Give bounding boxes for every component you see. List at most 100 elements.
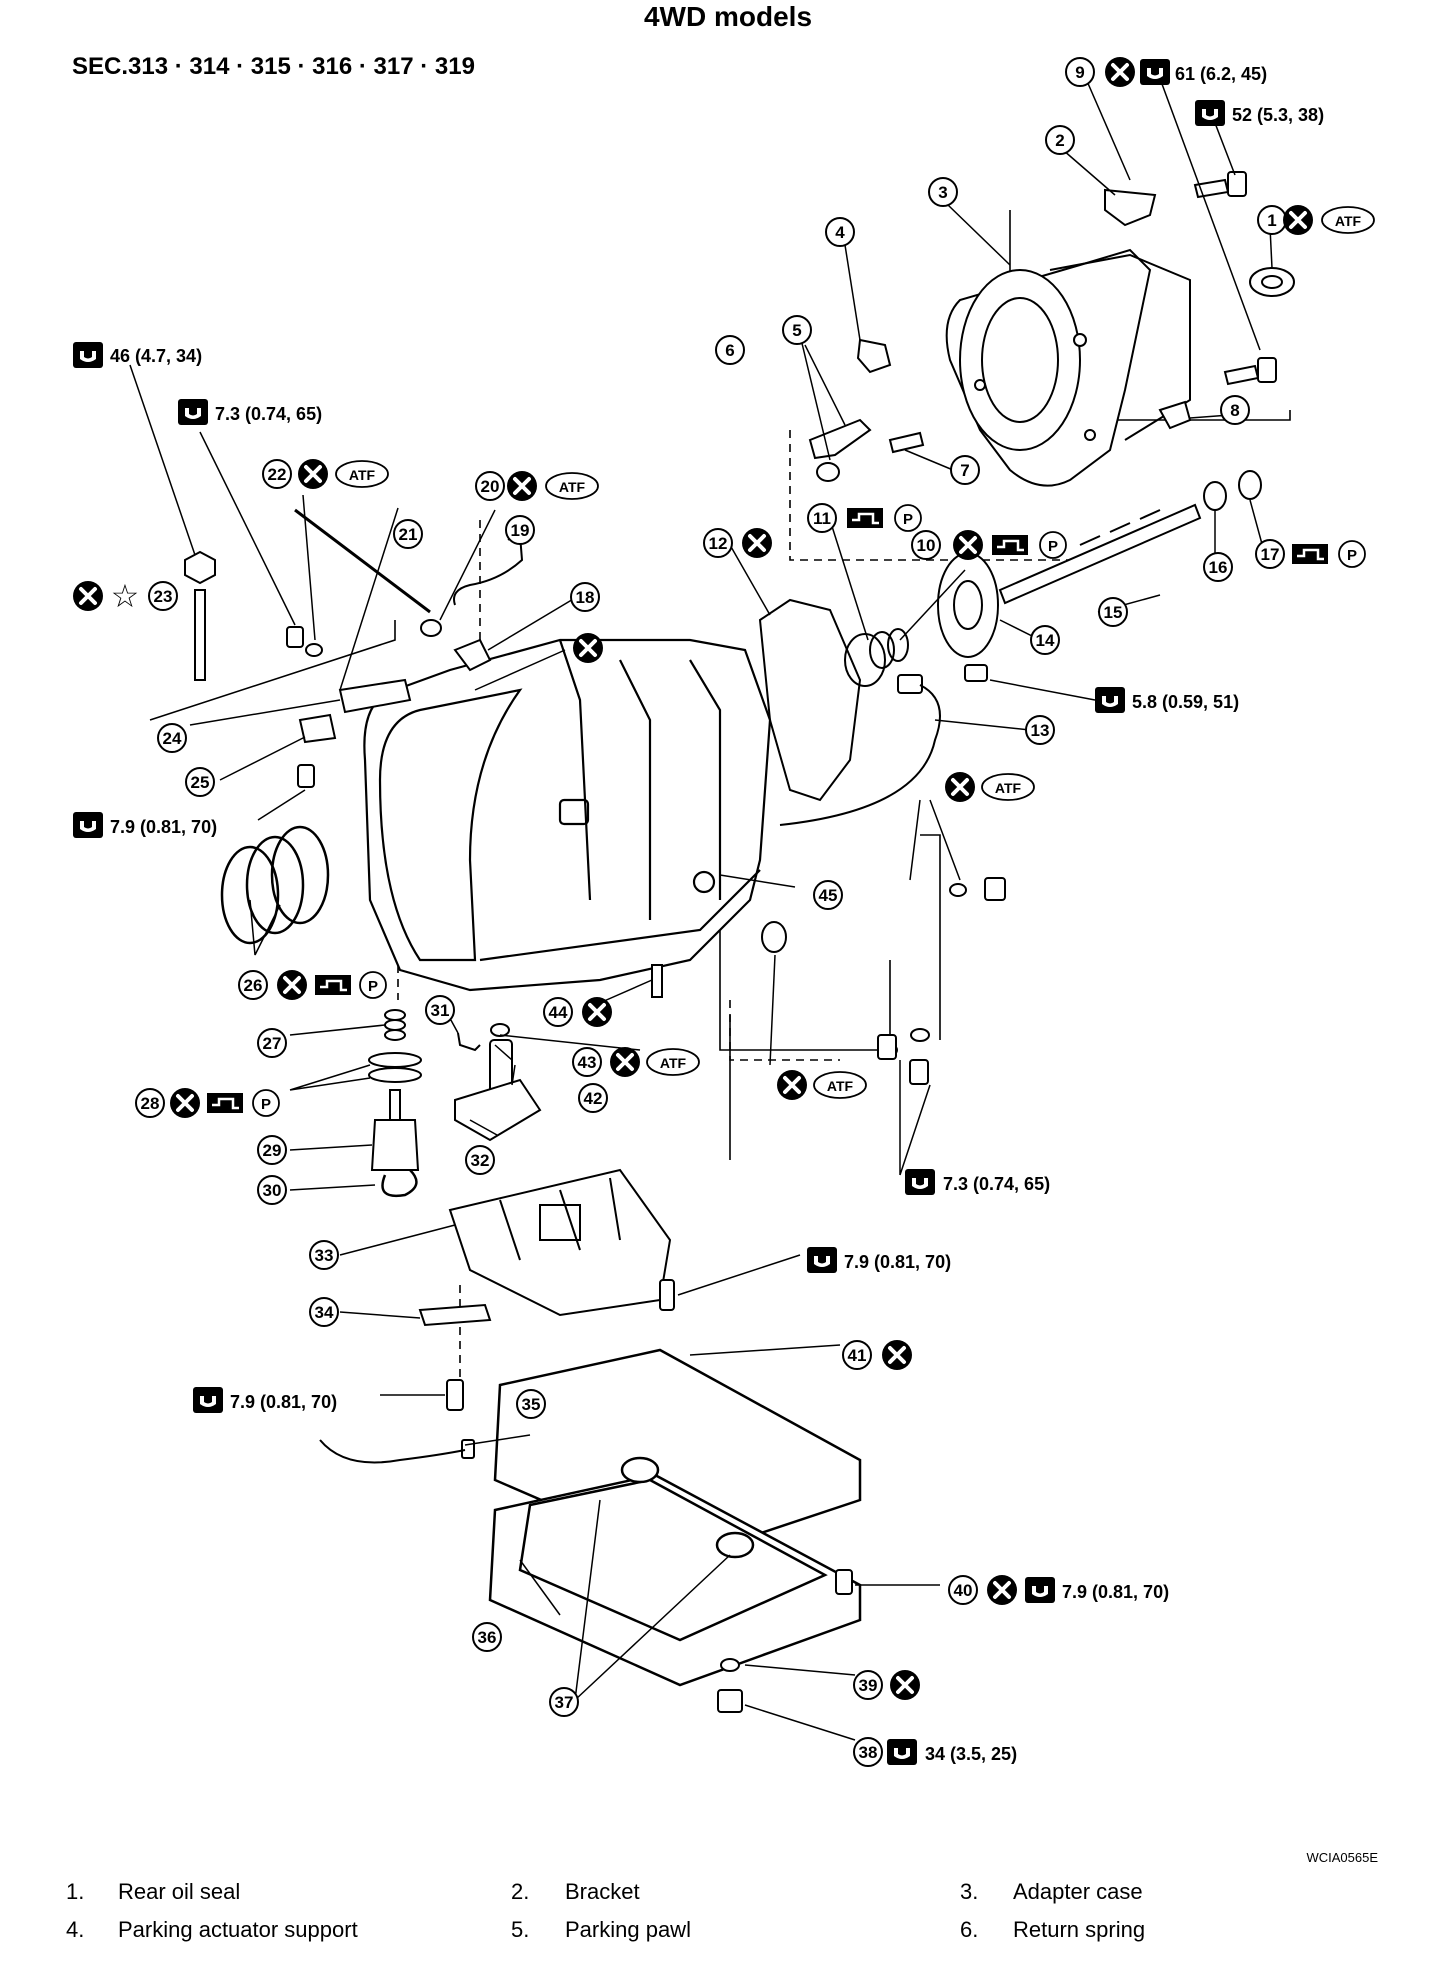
stud-23 <box>184 550 216 681</box>
callout-number-28: 28 <box>141 1094 160 1113</box>
callout-circle-34 <box>309 1297 339 1327</box>
callout-number-10: 10 <box>917 536 936 555</box>
bracket-34 <box>418 1303 492 1327</box>
atf-label-22: ATF <box>349 467 376 483</box>
callout-number-13: 13 <box>1031 721 1050 740</box>
legend-label-3: Adapter case <box>1013 1879 1143 1904</box>
petroleum-icon-17 <box>1338 540 1366 568</box>
adapter-case <box>945 248 1191 487</box>
fluid-level-gauge <box>294 508 431 614</box>
callout-number-4: 4 <box>835 223 845 242</box>
callout-circle-32 <box>465 1145 495 1175</box>
callout-circle-9 <box>1065 57 1095 87</box>
bolt-25 <box>297 764 315 788</box>
callout-circle-39 <box>853 1670 883 1700</box>
callout-number-40: 40 <box>954 1581 973 1600</box>
torque-7-9-left: 7.9 (0.81, 70) <box>110 817 217 837</box>
callout-circle-18 <box>570 582 600 612</box>
callout-number-22: 22 <box>268 465 287 484</box>
legend-num-4: 4. <box>66 1917 84 1942</box>
legend-num-5: 5. <box>511 1917 529 1942</box>
torque-7-3-left: 7.3 (0.74, 65) <box>215 404 322 424</box>
callout-circle-23 <box>148 581 178 611</box>
callout-circle-36 <box>472 1622 502 1652</box>
petroleum-icon-28 <box>252 1089 280 1117</box>
callout-circle-14 <box>1030 625 1060 655</box>
callout-circle-31 <box>425 995 455 1025</box>
speed-sensor <box>779 664 988 826</box>
callout-numbers: 1234567891011121314151617181920212223242… <box>135 57 1287 1767</box>
figure-code: WCIA0565E <box>1306 1850 1378 1865</box>
callout-number-6: 6 <box>725 341 734 360</box>
p-label-11: P <box>903 511 913 528</box>
atf-label-1: ATF <box>1335 213 1362 229</box>
callout-number-7: 7 <box>960 461 969 480</box>
atf-icon-22 <box>335 460 389 488</box>
callout-circle-27 <box>257 1028 287 1058</box>
atf-icon-20-lower <box>813 1071 867 1099</box>
pin-7 <box>888 431 925 454</box>
callout-circle-41 <box>842 1340 872 1370</box>
callout-number-9: 9 <box>1075 63 1084 82</box>
atf-icon-1 <box>1321 206 1375 234</box>
callout-circle-38 <box>853 1737 883 1767</box>
drain-plug-38 <box>717 1658 743 1713</box>
callout-number-14: 14 <box>1036 631 1055 650</box>
o-rings-26 <box>220 825 330 945</box>
transmission-case <box>363 638 772 992</box>
callout-circle-15 <box>1098 597 1128 627</box>
output-shaft <box>998 503 1202 605</box>
p-label-28: P <box>261 1096 271 1113</box>
atf-icon-20 <box>545 472 599 500</box>
callout-circle-40 <box>948 1575 978 1605</box>
parking-actuator-support <box>856 338 892 374</box>
callout-number-38: 38 <box>859 1743 878 1762</box>
legend-label-6: Return spring <box>1013 1917 1145 1942</box>
legend-num-3: 3. <box>960 1879 978 1904</box>
p-label-26: P <box>368 978 378 995</box>
seal-rings <box>844 470 1262 687</box>
control-valve-33 <box>448 1168 672 1317</box>
atf-label-20: ATF <box>559 479 586 495</box>
section-reference: SEC.313 · 314 · 315 · 316 · 317 · 319 <box>72 53 475 80</box>
callout-circle-33 <box>309 1240 339 1270</box>
callout-number-24: 24 <box>163 729 182 748</box>
valve-lever-32 <box>454 1078 542 1142</box>
callout-circle-13 <box>1025 715 1055 745</box>
parking-gear <box>937 552 999 658</box>
callout-circle-22 <box>262 459 292 489</box>
callout-number-39: 39 <box>859 1676 878 1695</box>
cable-19 <box>453 534 524 606</box>
callout-number-41: 41 <box>848 1346 867 1365</box>
side-seal <box>761 921 787 953</box>
callout-circle-29 <box>257 1135 287 1165</box>
legend-label-1: Rear oil seal <box>118 1879 240 1904</box>
snap-ring-30 <box>381 1169 418 1198</box>
callout-circle-20 <box>475 471 505 501</box>
piston-29 <box>370 1089 420 1171</box>
callout-number-16: 16 <box>1209 558 1228 577</box>
callout-number-11: 11 <box>813 509 831 528</box>
callout-number-26: 26 <box>244 976 263 995</box>
torque-40: 7.9 (0.81, 70) <box>1062 1582 1169 1602</box>
p-label-17: P <box>1347 547 1357 564</box>
torque-7-9-lower: 7.9 (0.81, 70) <box>230 1392 337 1412</box>
petroleum-icon-11 <box>894 504 922 532</box>
bolts-7-3 <box>877 1028 930 1085</box>
callout-number-25: 25 <box>191 773 210 792</box>
callout-number-3: 3 <box>938 183 947 202</box>
callout-number-43: 43 <box>578 1053 597 1072</box>
torque-7-3-right: 7.3 (0.74, 65) <box>943 1174 1050 1194</box>
callout-circle-44 <box>543 997 573 1027</box>
callout-number-34: 34 <box>315 1303 334 1322</box>
callout-circle-35 <box>516 1389 546 1419</box>
callout-number-35: 35 <box>522 1395 541 1414</box>
callout-number-30: 30 <box>263 1181 282 1200</box>
callout-circle-4 <box>825 217 855 247</box>
callout-number-29: 29 <box>263 1141 282 1160</box>
atf-icon-22-right <box>981 773 1035 801</box>
callout-number-36: 36 <box>478 1628 497 1647</box>
torque-5-8: 5.8 (0.59, 51) <box>1132 692 1239 712</box>
callout-circle-25 <box>185 767 215 797</box>
bracket-25 <box>298 713 337 744</box>
